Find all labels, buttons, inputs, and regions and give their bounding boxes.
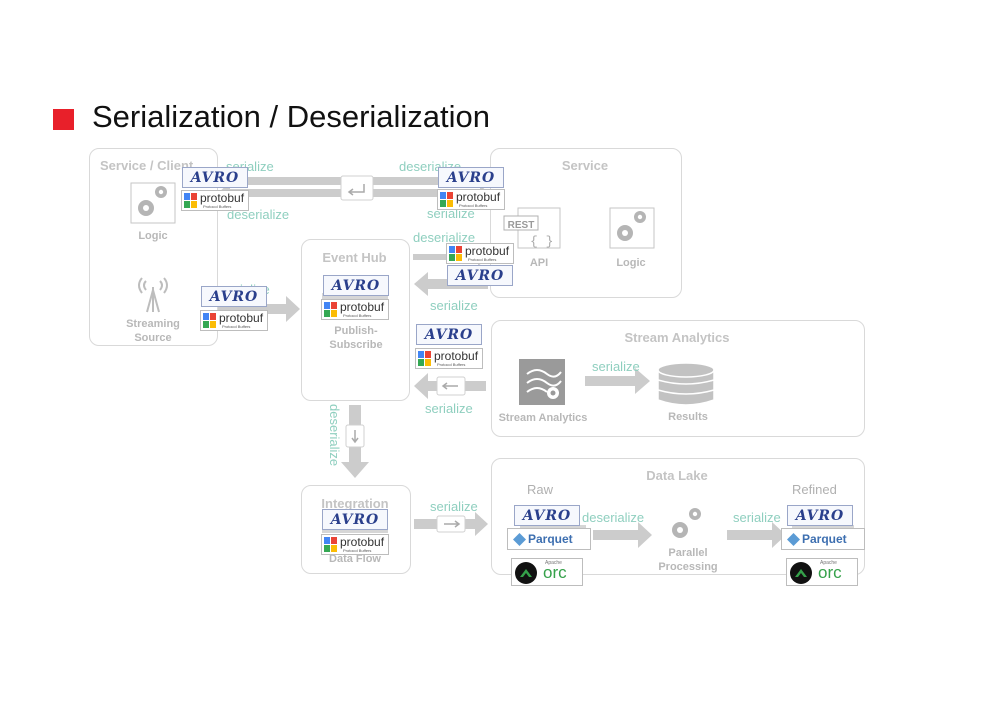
serialize-analytics-hub: serialize [425,401,473,416]
svg-text:{ }: { } [530,234,553,249]
streaming-source-label: Streaming Source [126,318,180,344]
gear-icon-processing [672,508,701,538]
stream-analytics-icon-label: Stream Analytics [498,412,588,424]
orc-logo-refined: Apache orc [786,558,858,586]
results-label: Results [668,411,708,423]
avro-logo-raw: AVRO [514,505,580,526]
avro-logo-integration: AVRO [322,509,388,530]
rest-api-icon: REST { } [503,207,561,249]
data-lake-title: Data Lake [646,468,708,483]
avro-logo-service: AVRO [438,167,504,188]
deserialize-raw: deserialize [582,510,645,525]
title-marker [53,109,74,130]
dataflow-label: Data Flow [329,553,381,565]
serialize-integration-lake: serialize [430,499,478,514]
service-title: Service [561,158,609,173]
deserialize-hub-service: deserialize [413,230,476,245]
arrow-raw-to-processing [593,522,652,548]
avro-logo-refined: AVRO [787,505,853,526]
parquet-logo-raw: Parquet [507,528,591,550]
integration-title: Integration [321,496,389,511]
avro-logo-hub: AVRO [323,275,389,296]
client-logic-label: Logic [138,230,168,242]
deserialize-hub-integration: deserialize [327,404,342,467]
stream-analytics-title: Stream Analytics [624,330,730,345]
database-icon [657,362,715,406]
avro-logo-analytics: AVRO [416,324,482,345]
service-logic-label: Logic [616,257,646,269]
gear-icon-service [609,207,655,249]
serialize-refined: serialize [733,510,781,525]
refined-label: Refined [792,482,837,497]
arrow-streaming-to-hub [218,296,300,322]
slide-title: Serialization / Deserialization [92,99,491,134]
service-api-label: API [529,257,549,269]
stream-analytics-icon [519,359,565,405]
avro-logo-client: AVRO [182,167,248,188]
gear-icon-client [130,182,176,224]
service-client-title: Service / Client [100,158,194,173]
serialize-analytics-results: serialize [592,359,640,374]
event-hub-box [301,239,410,401]
roundtrip-glyph [340,175,374,201]
avro-logo-service-return: AVRO [447,265,513,286]
arrow-analytics-to-results [585,368,650,394]
parallel-processing-label: Parallel Processing [658,547,718,573]
serialize-service-hub: serialize [430,298,478,313]
antenna-icon [138,277,168,313]
pubsub-label: Publish- Subscribe [329,325,383,351]
event-hub-title: Event Hub [322,250,387,265]
avro-logo-streaming: AVRO [201,286,267,307]
raw-label: Raw [527,482,554,497]
orc-logo-raw: Apache orc [511,558,583,586]
arrow-processing-to-refined [727,522,786,548]
parquet-logo-refined: Parquet [781,528,865,550]
svg-text:REST: REST [508,220,535,231]
